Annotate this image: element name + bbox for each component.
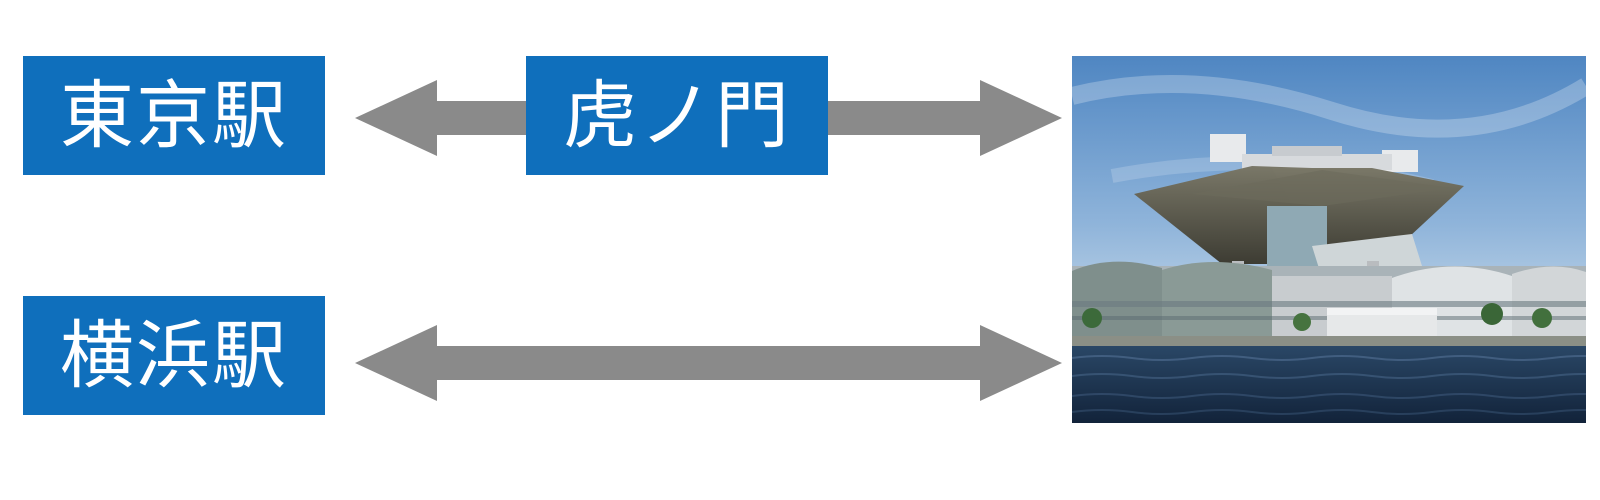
toranomon-label: 虎ノ門 [563, 72, 791, 159]
toranomon-box: 虎ノ門 [526, 56, 828, 175]
tokyo-station-box: 東京駅 [23, 56, 325, 175]
yokohama-station-box: 横浜駅 [23, 296, 325, 415]
tokyo-big-sight-photo [1072, 56, 1586, 423]
arrow-yokohama-bigsight [355, 325, 1062, 401]
yokohama-station-label: 横浜駅 [60, 312, 288, 399]
tokyo-station-label: 東京駅 [60, 72, 288, 159]
